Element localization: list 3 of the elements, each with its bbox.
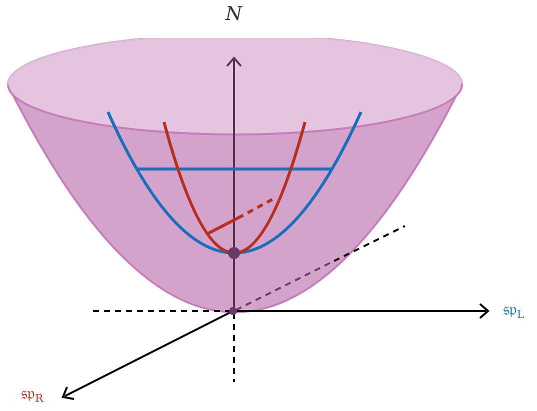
axis-label: N [226,4,242,24]
axis-label: 𝔰𝔭$_{R}$ [21,386,44,404]
axis-label: 𝔰𝔭$_{L}$ [503,302,524,320]
